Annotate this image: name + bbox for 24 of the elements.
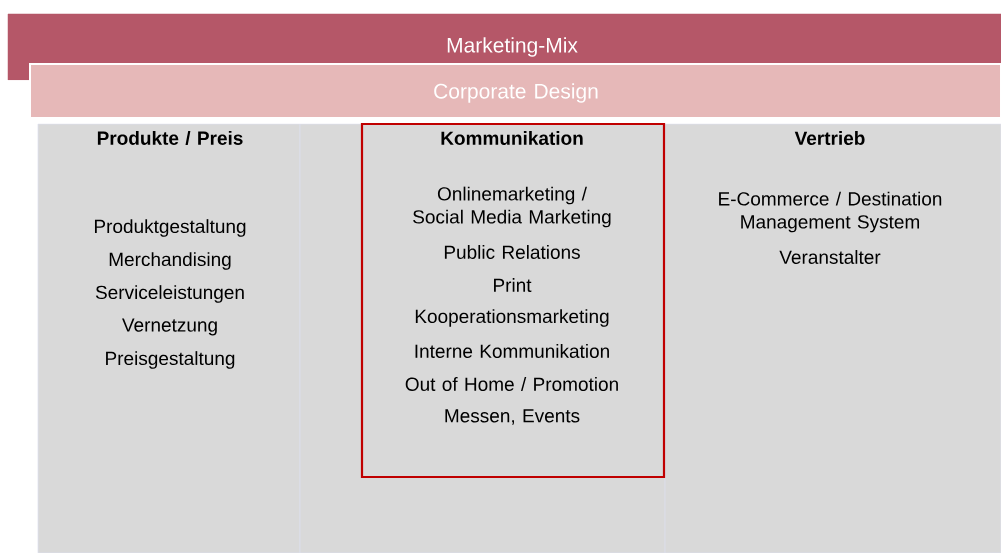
list-item: Preisgestaltung — [106, 351, 235, 369]
column-heading: Kommunikation — [441, 131, 583, 145]
column-heading: Produkte / Preis — [97, 130, 243, 146]
list-item: Out of Home / Promotion — [405, 377, 618, 391]
list-item: Vernetzung — [122, 318, 217, 336]
highlight-frame — [360, 122, 666, 479]
column-panel — [37, 123, 301, 553]
list-item: Serviceleistungen — [95, 285, 244, 303]
list-item: Public Relations — [444, 245, 580, 259]
column-heading: Vertrieb — [794, 131, 865, 145]
list-item: Kooperationsmarketing — [415, 309, 609, 327]
list-item: Onlinemarketing / Social Media Marketing — [413, 186, 611, 228]
band-title: Corporate Design — [434, 83, 598, 103]
list-item: E-Commerce / Destination Management System — [719, 191, 942, 233]
list-item: Merchandising — [109, 252, 231, 270]
column-panel — [664, 123, 1001, 553]
list-item: Veranstalter — [779, 250, 881, 264]
subtitle-band — [29, 63, 1001, 119]
list-item: Interne Kommunikation — [415, 344, 609, 358]
list-item: Print — [494, 278, 532, 292]
band-title: Marketing-Mix — [447, 37, 578, 57]
column-panel — [299, 123, 666, 553]
list-item: Produktgestaltung — [95, 219, 246, 237]
list-item: Messen, Events — [445, 409, 580, 425]
